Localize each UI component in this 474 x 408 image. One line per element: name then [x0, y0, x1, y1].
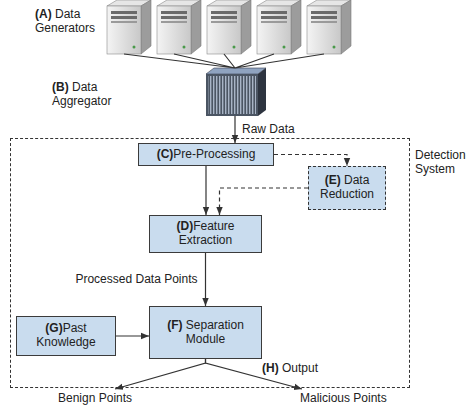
flow-arrow — [205, 166, 206, 215]
process-box: (F) Separation Module — [149, 306, 262, 359]
output-label: Benign Points — [58, 392, 132, 406]
link-lines — [124, 54, 324, 68]
process-box: (E) Data Reduction — [308, 166, 386, 210]
edge-label: Processed Data Points — [73, 273, 199, 287]
node-label: Detection System — [415, 149, 473, 177]
server-towers — [107, 0, 351, 54]
process-box: (C)Pre-Processing — [138, 143, 274, 166]
output-arrow — [115, 359, 205, 389]
flow-arrow — [116, 335, 149, 336]
process-box: (D)Feature Extraction — [149, 215, 262, 253]
box-text: (C)Pre-Processing — [157, 148, 256, 162]
dashed-arrow — [220, 188, 309, 215]
output-label: Malicious Points — [300, 392, 387, 406]
box-text: (D)Feature Extraction — [155, 220, 256, 248]
aggregator-rack — [206, 68, 266, 116]
flow-arrow — [205, 253, 206, 306]
process-box: (G)Past Knowledge — [16, 316, 116, 356]
box-text: (E) Data Reduction — [314, 174, 380, 202]
box-text: (F) Separation Module — [155, 319, 256, 347]
node-label: (B) Data Aggregator — [52, 81, 128, 109]
edge-label: Raw Data — [240, 123, 297, 137]
server-group: (A) Data Generators — [99, 0, 349, 54]
box-text: (G)Past Knowledge — [22, 322, 110, 350]
detection-region: Detection System(C)Pre-Processing(E) Dat… — [10, 138, 410, 388]
dashed-arrow — [274, 155, 347, 167]
aggregator-node: (B) Data Aggregator — [202, 68, 268, 116]
node-label: (A) Data Generators — [35, 8, 105, 36]
output-label: (H) Output — [262, 362, 318, 376]
